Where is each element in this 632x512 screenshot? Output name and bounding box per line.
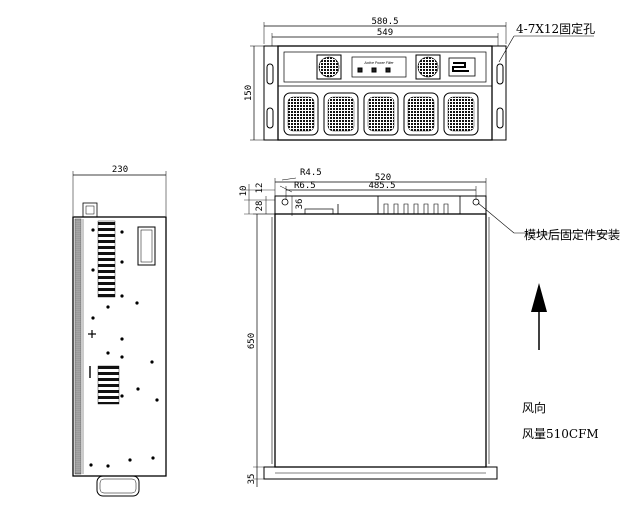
upper-fan-left	[316, 54, 342, 80]
mounting-hole	[266, 63, 274, 85]
dim-inner-width: 549	[377, 28, 393, 38]
rear-bracket	[274, 195, 487, 215]
slot-vent-upper	[97, 220, 116, 298]
indicator-light	[385, 67, 391, 73]
front-view	[250, 22, 594, 141]
airflow-arrow	[531, 283, 547, 350]
mounting-hole-callout: 4-7X12固定孔	[516, 21, 595, 36]
lower-fan	[323, 92, 359, 136]
airflow-direction-label: 风向	[522, 400, 546, 415]
lower-fan	[443, 92, 479, 136]
dim-height: 150	[244, 85, 254, 101]
indicator-light	[357, 67, 363, 73]
upper-fan-right	[415, 54, 441, 80]
lower-fan	[283, 92, 319, 136]
top-view	[244, 177, 620, 487]
dim-28: 28	[255, 201, 265, 212]
front-flange	[263, 466, 498, 480]
rear-terminal-left	[304, 208, 334, 215]
top-panel	[274, 213, 487, 468]
dim-36: 36	[295, 199, 305, 210]
side-handle	[96, 475, 140, 497]
mounting-hole	[496, 107, 504, 129]
airflow-volume-label: 风量510CFM	[522, 427, 599, 441]
dim-12: 12	[255, 183, 265, 194]
left-mounting-ear	[263, 45, 279, 141]
dim-depth: 230	[112, 165, 128, 175]
panel-label-text: Active Power Filter	[363, 61, 394, 65]
side-vent-strip	[74, 218, 82, 475]
dim-10: 10	[239, 186, 249, 197]
mounting-hole	[266, 107, 274, 129]
dim-top-width: 520	[375, 173, 391, 183]
mounting-hole	[496, 63, 504, 85]
right-mounting-ear	[491, 45, 507, 141]
panel-label-plate	[351, 56, 407, 78]
lower-fan	[363, 92, 399, 136]
side-screws	[89, 228, 159, 468]
brand-logo	[448, 57, 476, 77]
slot-vent-lower	[97, 365, 120, 405]
dim-radius-small: R4.5	[300, 168, 322, 178]
front-panel	[277, 45, 493, 141]
top-connector	[82, 202, 98, 218]
dim-overall-width: 580.5	[371, 17, 398, 27]
indicator-light	[371, 67, 377, 73]
lower-fan-row	[283, 92, 479, 136]
side-window	[137, 226, 156, 266]
dim-radius-large: R6.5	[294, 181, 316, 191]
rear-mount-callout: 模块后固定件安装	[524, 227, 620, 242]
dim-35: 35	[247, 474, 257, 485]
dim-top-inner-width: 485.5	[368, 181, 395, 191]
lower-fan	[403, 92, 439, 136]
dim-length: 650	[247, 333, 257, 349]
side-view	[72, 171, 167, 497]
